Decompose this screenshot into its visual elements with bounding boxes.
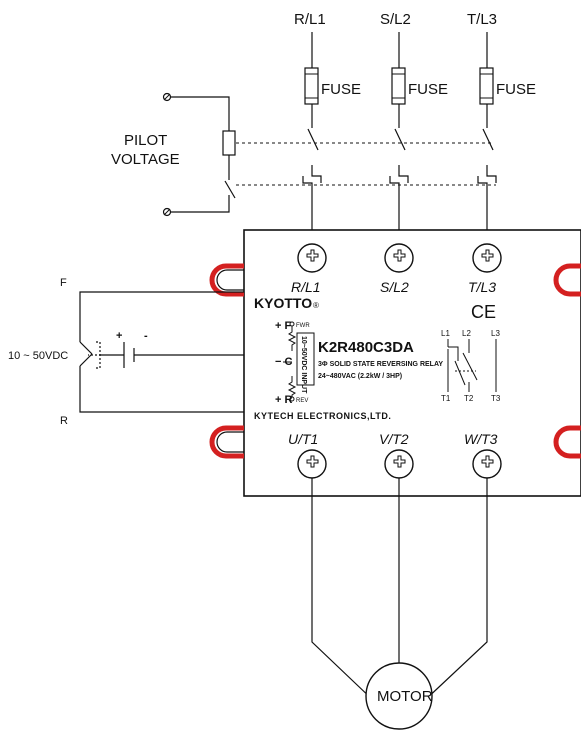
pin-t1: T1 — [441, 394, 451, 403]
terminal-label-u-t1: U/T1 — [288, 431, 318, 447]
contactor-switches — [302, 104, 497, 230]
fuse-label: FUSE — [496, 81, 536, 98]
input-resistor — [283, 321, 315, 402]
pin-l2: L2 — [462, 329, 471, 338]
pilot-terminal-bottom — [162, 207, 172, 217]
line-label-l1: R/L1 — [294, 11, 326, 28]
terminal-label-r-l1: R/L1 — [291, 279, 321, 295]
mechanical-linkage — [236, 142, 496, 186]
fuse-l3: FUSE — [479, 67, 536, 105]
terminal-label-s-l2: S/L2 — [380, 279, 409, 295]
pin-l3: L3 — [491, 329, 500, 338]
screw-terminal-t2 — [384, 449, 414, 479]
rev-label: REV — [296, 398, 308, 404]
relay-description: 3Φ SOLID STATE REVERSING RELAY — [318, 361, 443, 368]
internal-schematic — [447, 339, 497, 392]
battery-plus: + — [116, 330, 122, 342]
motor-wires — [311, 478, 488, 703]
screw-terminal-l3 — [472, 243, 502, 273]
brand-mark: ® — [313, 301, 319, 310]
brand-name: KYOTTO — [254, 295, 312, 311]
fuse-l2: FUSE — [391, 67, 448, 105]
motor-label: MOTOR — [377, 688, 433, 705]
ce-mark: CE — [471, 302, 496, 322]
pin-l1: L1 — [441, 329, 450, 338]
screw-terminal-l1 — [297, 243, 327, 273]
battery-minus: - — [144, 330, 148, 342]
terminal-label-t-l3: T/L3 — [468, 279, 496, 295]
fuse-l1: FUSE — [304, 67, 361, 105]
mounting-ear-bottom-left — [209, 425, 244, 459]
mounting-ear-bottom-right — [553, 425, 581, 459]
control-circuit — [79, 291, 244, 413]
input-plus-r: + R — [275, 394, 292, 406]
screw-terminal-t3 — [472, 449, 502, 479]
fwr-label: FWR — [296, 323, 310, 329]
terminal-label-v-t2: V/T2 — [379, 431, 409, 447]
screw-terminal-l2 — [384, 243, 414, 273]
input-plus-f: + F — [275, 320, 291, 332]
motor — [365, 662, 433, 730]
model-number: K2R480C3DA — [318, 339, 414, 356]
pin-t3: T3 — [491, 394, 501, 403]
screw-terminal-t1 — [297, 449, 327, 479]
pilot-circuit — [171, 96, 236, 213]
line-label-l3: T/L3 — [467, 11, 497, 28]
pin-t2: T2 — [464, 394, 474, 403]
fuse-label: FUSE — [408, 81, 448, 98]
pilot-terminal-top — [162, 92, 172, 102]
pilot-label-line2: VOLTAGE — [111, 151, 180, 168]
line-label-l2: S/L2 — [380, 11, 411, 28]
fuse-label: FUSE — [321, 81, 361, 98]
control-voltage-label: 10 ~ 50VDC — [8, 350, 68, 362]
control-reverse-label: R — [60, 415, 68, 427]
input-spec-label: 10~50VDC INPUT — [300, 336, 307, 394]
control-forward-label: F — [60, 277, 67, 289]
supply-wires — [311, 32, 488, 68]
terminal-label-w-t3: W/T3 — [464, 431, 498, 447]
pilot-label-line1: PILOT — [124, 132, 167, 149]
mounting-ear-top-left — [209, 263, 244, 297]
manufacturer: KYTECH ELECTRONICS,LTD. — [254, 411, 391, 421]
mounting-ear-top-right — [553, 263, 581, 297]
relay-rating: 24~480VAC (2.2kW / 3HP) — [318, 373, 402, 380]
